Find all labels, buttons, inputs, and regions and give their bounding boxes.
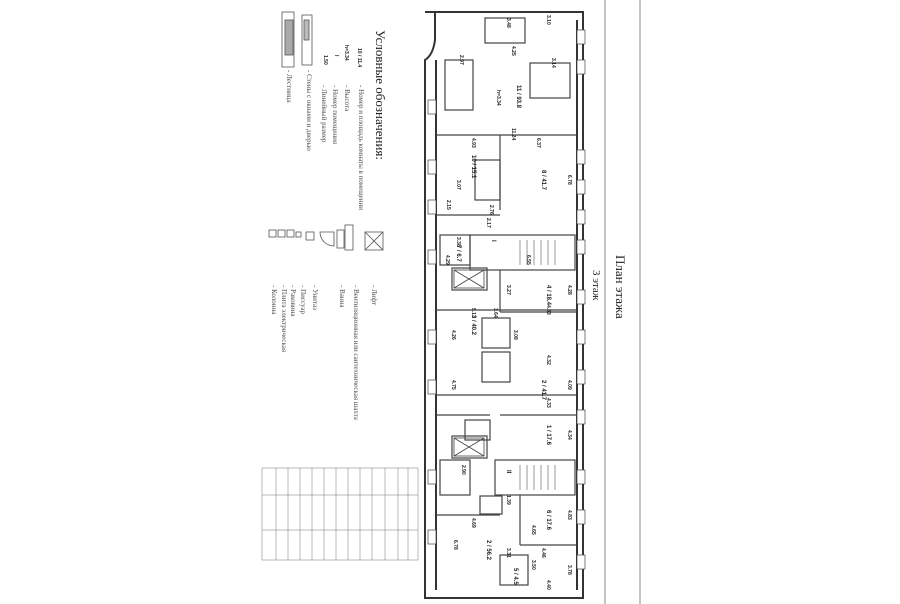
room-label: 11 / 93.8: [515, 85, 521, 109]
building-outline: [424, 11, 584, 599]
room-label: 3 / 40.2: [470, 315, 476, 336]
room-dimension: 3.31: [505, 548, 511, 558]
room-dimension: 4.46: [540, 548, 546, 558]
room-dimension: 3.48: [505, 18, 511, 28]
room-dimension: 6.37: [535, 138, 541, 148]
room-label: 8 / 41.7: [540, 170, 546, 191]
room-dimension: 2.15: [445, 200, 451, 210]
room-label: 2 / 56.2: [485, 540, 491, 561]
room-dimension: 3.78: [566, 565, 572, 575]
legend-item: - Плита электрическая: [280, 285, 288, 353]
room-dimension: 4.75: [450, 380, 456, 390]
room-dimension: 3.50: [530, 560, 536, 570]
room-dimension: 4.83: [566, 510, 572, 520]
room-dimension: 6.55: [525, 255, 531, 265]
windows: [427, 29, 586, 570]
room-label: II: [505, 470, 511, 474]
legend-item: - Номер помещения: [331, 85, 339, 145]
room-dimension: h=3.34: [495, 90, 501, 106]
floor-label: 3 этаж: [590, 270, 602, 301]
room-dimension: 3.07: [455, 180, 461, 190]
room-walls: [436, 17, 577, 586]
room-dimension: 3.14: [550, 58, 556, 68]
legend-symbol-height: h=3.34: [343, 45, 349, 61]
room-dimension: 5.13: [470, 308, 476, 318]
room-label: 6 / 17.6: [545, 510, 551, 531]
legend-heading: Условные обозначения:: [373, 30, 388, 161]
room-dimension: 6.78: [452, 540, 458, 550]
room-dimension: 4.26: [450, 330, 456, 340]
legend-symbol-room: 10 / 11.4: [356, 48, 362, 68]
room-dimension: 4.32: [545, 355, 551, 365]
legend-item: - Колонна: [270, 285, 278, 315]
room-label: I: [490, 240, 496, 242]
room-dimension: 4.65: [530, 525, 536, 535]
legend-item: - Ванна: [338, 285, 346, 308]
legend-item: - Унитаз: [311, 285, 319, 310]
legend-item: - Линейный размер: [320, 85, 328, 143]
room-dimension: 3.64: [492, 308, 498, 318]
room-dimension: 4.28: [566, 285, 572, 295]
room-dimension: 3.10: [545, 15, 551, 25]
room-label: 10 / 15.1: [470, 155, 476, 179]
room-dimension: 6.78: [566, 175, 572, 185]
plan-title: План этажа: [613, 255, 628, 319]
room-dimension: 2.90: [460, 465, 466, 475]
legend-symbols: [268, 11, 384, 251]
stairs: [519, 240, 556, 490]
explication-table: [261, 467, 419, 561]
legend-item: - Стены с окнами и дверью: [305, 70, 313, 151]
room-dimension: 4.25: [510, 46, 516, 56]
room-dimension: 2.97: [458, 55, 464, 65]
legend-item: - Вентиляционная или сантехническая шахт…: [352, 285, 360, 420]
room-label: 1 / 17.6: [545, 425, 551, 446]
room-dimension: 4.33: [545, 398, 551, 408]
room-dimension: 4.29: [444, 255, 450, 265]
room-dimension: 3.38: [455, 237, 461, 247]
room-dimension: 4.33: [545, 305, 551, 315]
room-label: 2 / 41.7: [540, 380, 546, 401]
room-dimension: 2.76: [488, 205, 494, 215]
room-label: 5 / 4.5: [512, 568, 518, 585]
legend-item: - Писсуар: [299, 285, 307, 315]
legend-symbol-dimension: 1.50: [322, 55, 328, 65]
room-dimension: 3.27: [505, 285, 511, 295]
elevators: [453, 269, 485, 457]
legend-item: - Высота: [343, 85, 351, 112]
room-dimension: 3.08: [512, 330, 518, 340]
legend-item: - Лифт: [370, 285, 378, 306]
room-dimension: 4.09: [566, 380, 572, 390]
room-dimension: 4.40: [545, 580, 551, 590]
room-dimension: 2.17: [485, 218, 491, 228]
legend-item: - Номер и площадь комнаты в помещении: [357, 85, 365, 210]
legend-item: - Лестница: [285, 70, 293, 103]
room-dimension: 4.34: [566, 430, 572, 440]
room-dimension: 4.93: [470, 138, 476, 148]
room-label: 4 / 18.4: [545, 285, 551, 306]
legend-item: - Раковина: [289, 285, 297, 317]
legend-symbol-number: I: [333, 55, 339, 57]
room-label: 7 / 6.7: [455, 245, 461, 262]
room-dimension: 11.24: [510, 128, 516, 141]
room-dimension: 1.39: [505, 495, 511, 505]
room-dimension: 4.69: [470, 518, 476, 528]
